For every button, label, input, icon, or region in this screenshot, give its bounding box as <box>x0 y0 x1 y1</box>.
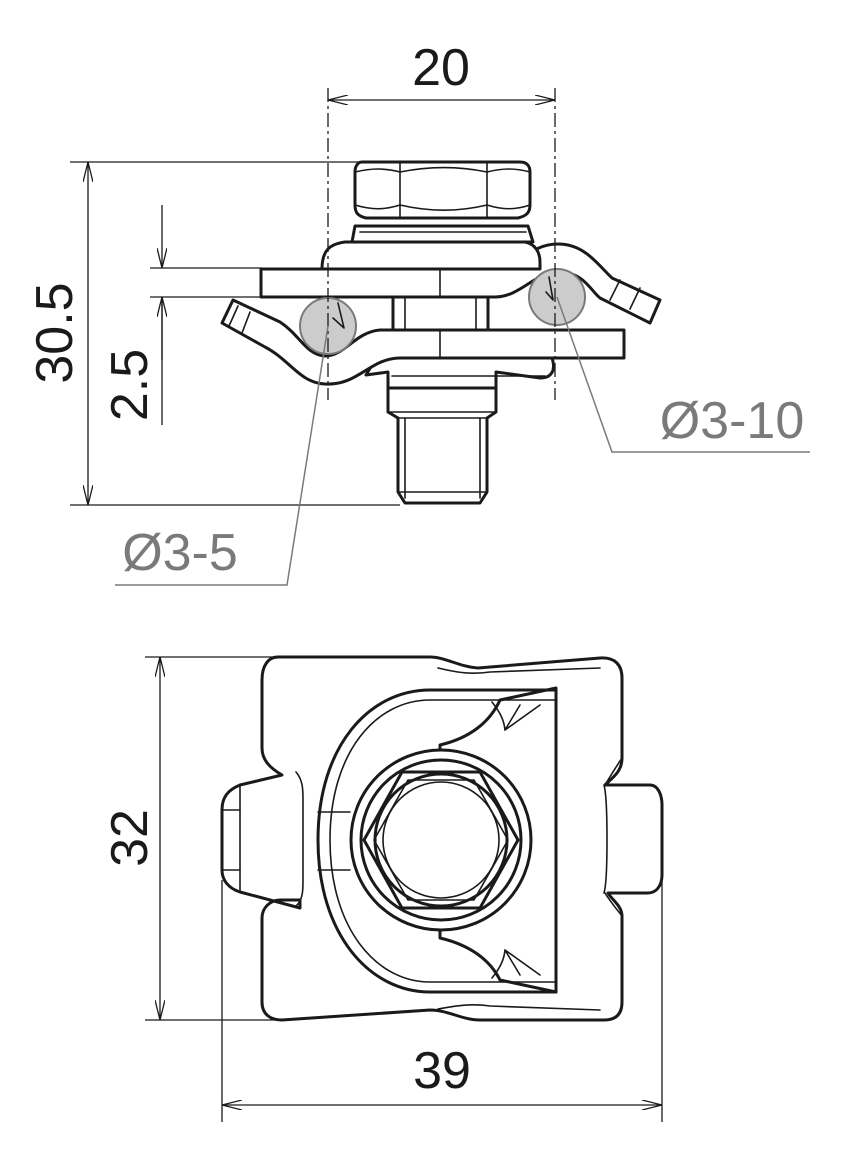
washer-inner <box>359 758 523 922</box>
bolt-face <box>373 772 509 908</box>
hex-nut-top <box>362 770 520 910</box>
threaded-stud <box>386 386 498 505</box>
dimension-bottom-height: 32 <box>101 656 282 1021</box>
clamp-plate <box>438 686 558 994</box>
upper-saddle <box>320 240 542 271</box>
dimension-bottom-height-label: 32 <box>101 809 159 867</box>
side-view <box>220 88 662 505</box>
dimension-top-width-label: 20 <box>412 39 470 97</box>
dimension-bottom-width: 39 <box>221 880 663 1122</box>
u-saddle <box>316 688 558 994</box>
dimension-plate-gap-label: 2.5 <box>101 349 159 421</box>
callout-small-conductor-label: Ø3-5 <box>122 524 238 582</box>
dimension-plate-gap: 2.5 <box>101 205 262 425</box>
callout-large-conductor: Ø3-10 <box>556 296 810 453</box>
dimension-total-height-label: 30.5 <box>26 282 84 383</box>
dimension-top-width: 20 <box>328 39 555 100</box>
dimension-total-height: 30.5 <box>26 161 400 506</box>
plan-view <box>220 655 664 1022</box>
callout-small-conductor: Ø3-5 <box>115 325 329 586</box>
callout-large-conductor-label: Ø3-10 <box>660 392 805 450</box>
washer-outer <box>349 748 533 932</box>
dimension-bottom-width-label: 39 <box>413 1042 471 1100</box>
spacer-block <box>391 295 490 332</box>
hex-nut <box>353 160 532 220</box>
